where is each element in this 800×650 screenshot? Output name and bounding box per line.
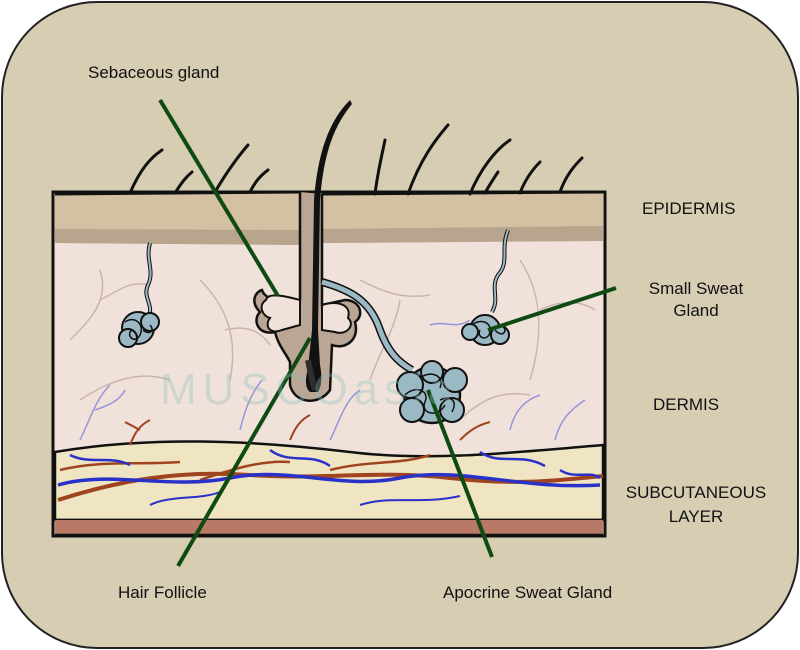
label-small-sweat-gland-line1: Small Sweat xyxy=(648,279,744,298)
hair-follicle-leader-line xyxy=(176,336,312,568)
label-epidermis: EPIDERMIS xyxy=(642,199,736,218)
label-subcutaneous-line1: SUBCUTANEOUS xyxy=(625,483,767,502)
subcutaneous-vessels xyxy=(57,448,604,506)
watermark: MUSCOasia xyxy=(160,365,459,414)
dermis-arteries xyxy=(124,414,491,446)
dermis-veins xyxy=(79,319,586,441)
sebaceous-leader-line xyxy=(158,98,280,298)
label-subcutaneous-line2: LAYER xyxy=(668,507,724,526)
label-sebaceous-gland: Sebaceous gland xyxy=(88,63,220,82)
apocrine-leader-line xyxy=(426,389,494,558)
label-apocrine-sweat-gland: Apocrine Sweat Gland xyxy=(443,583,613,602)
left-small-sweat-gland xyxy=(118,311,160,348)
hair-shaft xyxy=(305,100,352,392)
leader-lines xyxy=(158,98,617,568)
label-hair-follicle: Hair Follicle xyxy=(118,583,207,602)
small-sweat-leader-line xyxy=(487,286,617,332)
hair-follicle-sheath xyxy=(253,192,362,402)
label-dermis: DERMIS xyxy=(653,395,720,414)
sebaceous-gland-lobes xyxy=(260,294,301,333)
right-small-sweat-gland xyxy=(461,314,510,346)
label-small-sweat-gland-line2: Gland xyxy=(673,301,719,320)
surface-hairs xyxy=(128,123,584,196)
muscle-band xyxy=(55,520,603,535)
dermis-fine-vessels xyxy=(69,259,596,421)
